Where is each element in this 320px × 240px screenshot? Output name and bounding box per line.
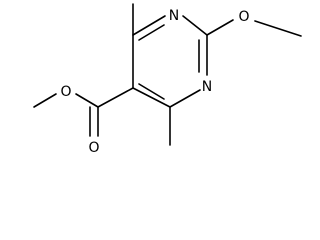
- atom-n-top: N: [169, 8, 179, 24]
- bond-c4-n3: [132, 15, 166, 36]
- bond-c4-n3-inner: [138, 24, 165, 41]
- chemical-structure: N N O O O: [33, 3, 302, 156]
- bond-c5-carbonyl-c: [97, 87, 134, 108]
- bond-n1-c6: [169, 89, 201, 108]
- bond-o-methoxy-methyl: [254, 20, 302, 37]
- atom-o-carbonyl: O: [88, 140, 99, 156]
- bond-c6-c5: [132, 87, 171, 108]
- bond-c2-o-methoxy: [206, 19, 234, 36]
- bond-c6-c5-inner: [138, 83, 165, 100]
- bond-carbonyl-c-o-ester: [75, 93, 99, 108]
- atom-n-bottom: N: [202, 79, 212, 95]
- atom-o-ester: O: [60, 84, 71, 100]
- pyrimidine-ring: [132, 15, 208, 108]
- bond-n3-c2: [182, 15, 208, 36]
- atom-o-methoxy: O: [238, 9, 249, 25]
- bond-o-ester-methyl: [33, 93, 57, 108]
